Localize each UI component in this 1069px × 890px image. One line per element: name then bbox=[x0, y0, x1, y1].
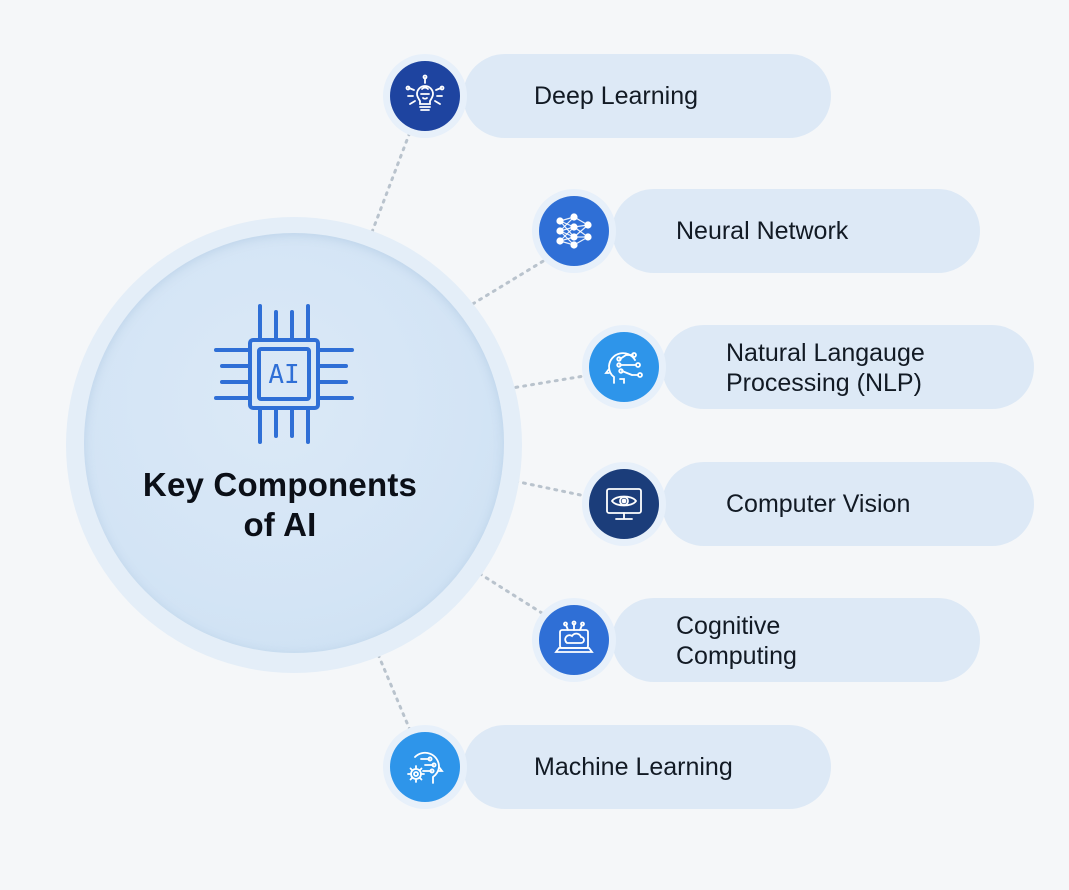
component-icon-ring bbox=[532, 189, 616, 273]
cloud-laptop-icon bbox=[539, 605, 609, 675]
component-deep-learning: Deep Learning bbox=[383, 54, 831, 138]
component-pill bbox=[612, 598, 980, 682]
component-pill bbox=[612, 189, 980, 273]
eye-monitor-icon bbox=[589, 469, 659, 539]
hub-title: Key Components of AI bbox=[110, 465, 450, 545]
ai-chip-icon: AI bbox=[214, 304, 354, 444]
connector-deep-learning bbox=[370, 130, 412, 234]
component-icon-ring bbox=[383, 725, 467, 809]
component-icon-ring bbox=[532, 598, 616, 682]
hub-circle bbox=[84, 233, 504, 653]
component-pill bbox=[463, 725, 831, 809]
component-label: Natural Langauge Processing (NLP) bbox=[726, 338, 925, 398]
component-pill bbox=[463, 54, 831, 138]
component-label-line1: Cognitive bbox=[676, 612, 781, 640]
component-label-line2: Computing bbox=[676, 642, 797, 670]
brain-bulb-icon bbox=[390, 61, 460, 131]
component-label: Cognitive Computing bbox=[676, 611, 797, 671]
component-label: Deep Learning bbox=[534, 82, 699, 110]
component-cognitive-computing: Cognitive Computing bbox=[532, 598, 980, 682]
component-computer-vision: Computer Vision bbox=[582, 462, 1034, 546]
component-label: Machine Learning bbox=[534, 753, 733, 781]
component-machine-learning: Machine Learning bbox=[383, 725, 831, 809]
component-pill bbox=[662, 325, 1034, 409]
hub-title-line1: Key Components bbox=[142, 466, 418, 503]
component-label: Computer Vision bbox=[726, 490, 911, 518]
component-neural-network: Neural Network bbox=[532, 189, 980, 273]
component-nlp: Natural Langauge Processing (NLP) bbox=[582, 325, 1034, 409]
component-icon-ring bbox=[582, 325, 666, 409]
component-icon-ring bbox=[383, 54, 467, 138]
hub-title-line2: of AI bbox=[243, 506, 317, 543]
component-label-line1: Natural Langauge bbox=[726, 339, 925, 367]
component-label-line2: Processing (NLP) bbox=[726, 369, 922, 397]
component-label: Neural Network bbox=[676, 217, 849, 245]
svg-text:AI: AI bbox=[268, 360, 299, 390]
component-icon-ring bbox=[582, 462, 666, 546]
head-circuit-icon bbox=[589, 332, 659, 402]
component-pill bbox=[662, 462, 1034, 546]
neural-network-icon bbox=[539, 196, 609, 266]
head-gear-icon bbox=[390, 732, 460, 802]
